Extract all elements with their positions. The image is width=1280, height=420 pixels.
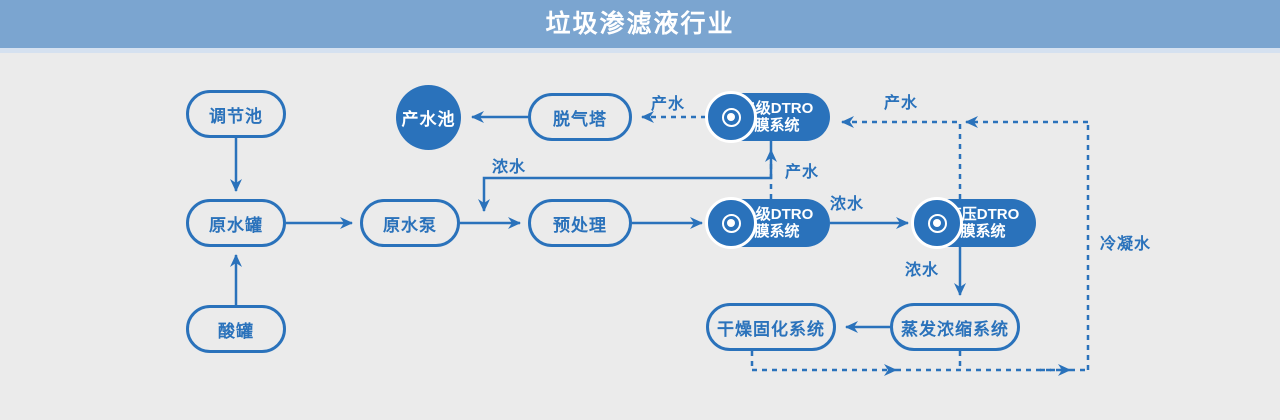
node-chanshuichi[interactable]: 产水池 bbox=[396, 85, 461, 150]
node-ganzaoguhua[interactable]: 干燥固化系统 bbox=[706, 303, 836, 351]
node-label: 脱气塔 bbox=[553, 109, 607, 129]
node-label-line2: 膜系统 bbox=[754, 117, 800, 134]
edge-label-chanshui-return-top: 产水 bbox=[884, 95, 919, 112]
node-label: 二级DTRO 膜系统 bbox=[734, 100, 820, 135]
node-label: 高压DTRO 膜系统 bbox=[940, 206, 1026, 241]
edge-label-nongshui-dtrohp-zhengfa: 浓水 bbox=[905, 262, 940, 279]
node-label-line1: 高压DTRO bbox=[946, 205, 1020, 223]
node-label: 一级DTRO 膜系统 bbox=[734, 206, 820, 241]
node-dtro-highpressure[interactable]: 高压DTRO 膜系统 bbox=[911, 197, 1036, 249]
edge-label-nongshui-dtro2-yuchuli: 浓水 bbox=[492, 159, 527, 176]
page-header: 垃圾渗滤液行业 bbox=[0, 0, 1280, 48]
node-tiaojiechi[interactable]: 调节池 bbox=[186, 90, 286, 138]
node-label-line1: 一级DTRO bbox=[740, 205, 814, 223]
node-label: 调节池 bbox=[209, 106, 263, 126]
edge-label-chanshui-dtro2-tuoqita: 产水 bbox=[651, 96, 686, 113]
node-label-line2: 膜系统 bbox=[754, 223, 800, 240]
membrane-icon bbox=[705, 91, 757, 143]
node-suanguan[interactable]: 酸罐 bbox=[186, 305, 286, 353]
node-label: 蒸发浓缩系统 bbox=[901, 319, 1009, 339]
edge-label-nongshui-dtro1-dtrohp: 浓水 bbox=[830, 196, 865, 213]
node-yuanshuiguan[interactable]: 原水罐 bbox=[186, 199, 286, 247]
node-label: 酸罐 bbox=[218, 321, 254, 341]
page-title: 垃圾渗滤液行业 bbox=[545, 10, 735, 38]
node-label-line2: 膜系统 bbox=[960, 223, 1006, 240]
node-label: 原水泵 bbox=[383, 215, 437, 235]
edge-label-chanshui-dtro1-dtro2: 产水 bbox=[785, 164, 820, 181]
node-label: 干燥固化系统 bbox=[717, 319, 825, 339]
node-dtro1[interactable]: 一级DTRO 膜系统 bbox=[705, 197, 830, 249]
node-label: 产水池 bbox=[401, 110, 456, 129]
flowchart-canvas: 调节池 原水罐 酸罐 原水泵 预处理 脱气塔 产水池 二级DTRO 膜系统 bbox=[0, 53, 1280, 420]
membrane-icon bbox=[705, 197, 757, 249]
header-underline bbox=[0, 48, 1280, 53]
node-label: 预处理 bbox=[553, 215, 607, 235]
edge-dtrohp-to-dtro2 bbox=[841, 116, 962, 199]
node-label-line1: 二级DTRO bbox=[740, 99, 814, 117]
node-label: 原水罐 bbox=[209, 215, 263, 235]
edge-label-lengningshui: 冷凝水 bbox=[1100, 236, 1152, 253]
node-tuoqita[interactable]: 脱气塔 bbox=[528, 93, 632, 141]
node-zhengfanongsuo[interactable]: 蒸发浓缩系统 bbox=[890, 303, 1020, 351]
membrane-icon bbox=[911, 197, 963, 249]
node-yuchuli[interactable]: 预处理 bbox=[528, 199, 632, 247]
node-yuanshuibeng[interactable]: 原水泵 bbox=[360, 199, 460, 247]
connector-layer bbox=[230, 111, 1090, 376]
node-dtro2[interactable]: 二级DTRO 膜系统 bbox=[705, 91, 830, 143]
